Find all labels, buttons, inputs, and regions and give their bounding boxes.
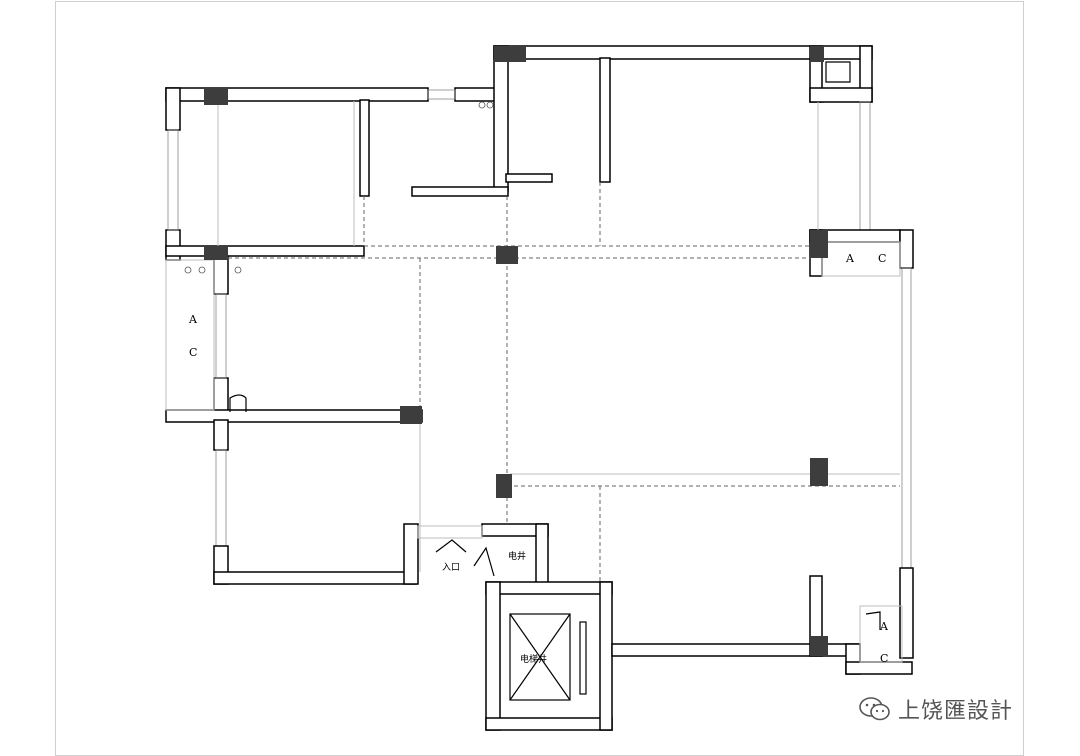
column bbox=[810, 636, 828, 656]
elevator-door bbox=[579, 621, 587, 695]
door-swing bbox=[229, 394, 247, 412]
drain-hole bbox=[234, 266, 242, 274]
column bbox=[810, 230, 828, 258]
door-swing bbox=[435, 539, 467, 553]
column bbox=[204, 88, 228, 105]
wall-segment bbox=[411, 186, 509, 197]
wall-segment bbox=[403, 523, 419, 585]
column bbox=[400, 406, 422, 424]
ac-box bbox=[165, 259, 215, 411]
wall-segment bbox=[845, 661, 913, 675]
elevator-cross bbox=[509, 613, 571, 701]
wall-segment bbox=[535, 523, 549, 585]
wall-segment bbox=[493, 45, 509, 192]
column bbox=[204, 246, 228, 260]
entrance-opening bbox=[417, 525, 483, 539]
drain-hole bbox=[478, 101, 486, 109]
wall-segment bbox=[165, 409, 423, 423]
window bbox=[167, 129, 179, 231]
wall-segment bbox=[165, 87, 181, 131]
watermark-text: 上饶匯設計 bbox=[898, 699, 1014, 724]
door-swing bbox=[825, 61, 851, 83]
wall-segment bbox=[485, 581, 613, 595]
column bbox=[496, 246, 518, 264]
electric-shaft-label: 电井 bbox=[508, 550, 526, 562]
ac-label-c: C bbox=[880, 652, 888, 665]
drain-hole bbox=[198, 266, 206, 274]
wechat-icon bbox=[859, 697, 890, 721]
watermark: 上饶匯設計 bbox=[858, 694, 1013, 724]
drain-hole bbox=[486, 101, 494, 109]
window bbox=[215, 293, 227, 379]
ac-label-a: A bbox=[879, 620, 889, 633]
wall-segment bbox=[213, 255, 229, 295]
door-swing bbox=[473, 546, 495, 577]
column bbox=[496, 474, 512, 498]
ac-label-a: A bbox=[845, 252, 855, 265]
ac-label-c: C bbox=[189, 346, 197, 359]
door-swing bbox=[865, 611, 881, 630]
elevator-shaft-label: 电梯井 bbox=[520, 653, 547, 665]
wall-segment bbox=[505, 173, 553, 183]
wall-segment bbox=[213, 419, 229, 451]
ac-box bbox=[859, 605, 903, 663]
window bbox=[427, 89, 456, 100]
wall-segment bbox=[599, 581, 613, 731]
wall-segment bbox=[213, 571, 417, 585]
ac-box bbox=[821, 241, 901, 277]
ac-label-c: C bbox=[878, 252, 886, 265]
elevator-car bbox=[509, 613, 571, 701]
column bbox=[810, 458, 828, 486]
column bbox=[810, 46, 824, 62]
wall-segment bbox=[599, 57, 611, 183]
wall-segment bbox=[485, 717, 613, 731]
wall-segment bbox=[899, 229, 914, 269]
wall-segment bbox=[485, 581, 501, 731]
entrance-label: 入口 bbox=[442, 562, 460, 573]
drain-hole bbox=[184, 266, 192, 274]
window bbox=[215, 449, 227, 547]
ac-label-a: A bbox=[188, 313, 198, 326]
window bbox=[901, 267, 912, 569]
wall-segment bbox=[359, 99, 370, 197]
wall-segment bbox=[165, 245, 365, 257]
column bbox=[494, 46, 526, 62]
frame-border bbox=[55, 1, 1024, 756]
window bbox=[859, 101, 871, 231]
wall-segment bbox=[809, 87, 873, 103]
wall-segment bbox=[899, 567, 914, 659]
